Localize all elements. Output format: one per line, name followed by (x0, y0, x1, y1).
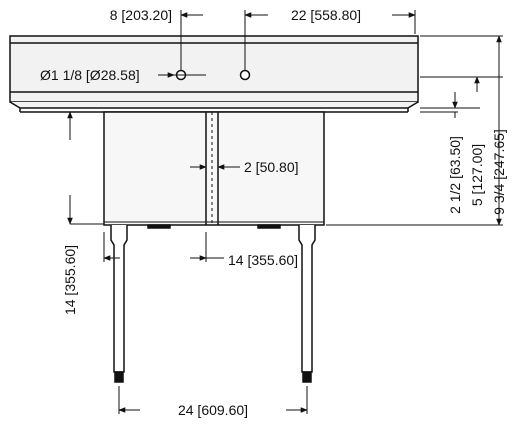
dim-leg-span: 24 [609.60] (178, 402, 248, 418)
dim-drop-total: 9 3/4 [247.65] (491, 129, 507, 215)
sink-legs (110, 225, 316, 383)
dim-drop-small: 2 1/2 [63.50] (447, 136, 463, 214)
dim-top-offset: 8 [203.20] (110, 7, 172, 23)
dim-drop-mid: 5 [127.00] (469, 144, 485, 206)
sink-top-panel (9, 35, 419, 103)
dim-divider-width: 2 [50.80] (244, 159, 299, 175)
dimension-lines (62, 10, 503, 414)
dim-bowl-width: 14 [355.60] (228, 252, 298, 268)
sink-rim (9, 101, 419, 113)
sink-bowls (103, 111, 325, 229)
dim-bowl-depth: 14 [355.60] (62, 245, 78, 315)
drain-hole-right (239, 69, 251, 81)
drain-hole-markers (172, 69, 251, 81)
dim-top-span: 22 [558.80] (291, 7, 361, 23)
dimension-labels: 8 [203.20] 22 [558.80] Ø1 1/8 [Ø28.58] 2… (40, 7, 507, 418)
dim-drain-hole: Ø1 1/8 [Ø28.58] (40, 67, 140, 83)
